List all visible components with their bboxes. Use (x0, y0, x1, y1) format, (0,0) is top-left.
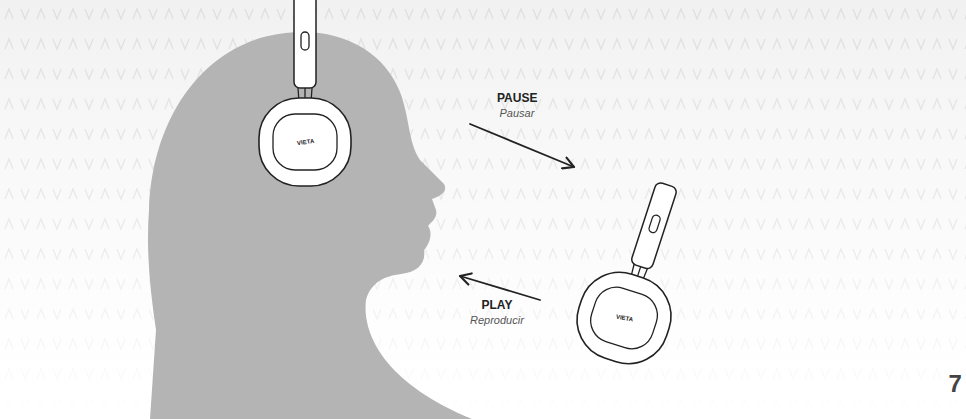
pause-arrow (470, 124, 574, 167)
brand-logo: VIETA (296, 138, 314, 146)
action-translation: Reproducir (470, 315, 524, 326)
play-arrow (460, 276, 540, 300)
page-number: 7 (949, 372, 962, 396)
action-label: PLAY (482, 299, 513, 311)
action-translation: Pausar (500, 108, 535, 119)
headphones-removed (567, 171, 711, 374)
action-label: PAUSE (497, 92, 537, 104)
head-silhouette (148, 32, 472, 419)
headphones-worn (259, 0, 351, 186)
brand-logo: VIETA (615, 314, 633, 323)
